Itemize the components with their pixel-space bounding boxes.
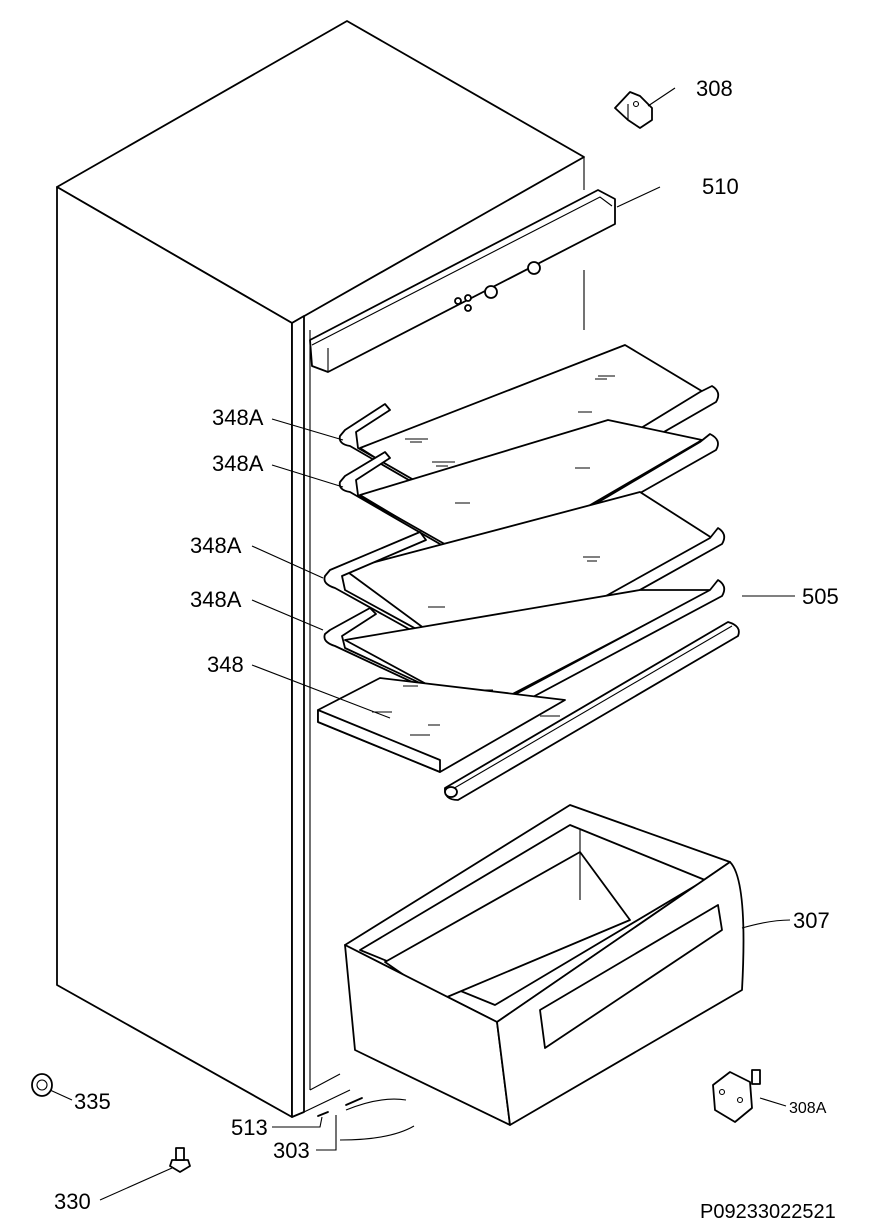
- label-307: 307: [793, 908, 830, 933]
- plug-cap: [31, 1073, 53, 1097]
- label-348: 348: [207, 652, 244, 677]
- label-510: 510: [702, 174, 739, 199]
- label-330: 330: [54, 1189, 91, 1214]
- label-308a: 308A: [789, 1100, 827, 1117]
- cabinet: [56, 20, 585, 1118]
- label-505: 505: [802, 584, 839, 609]
- part-labels: 308 510 348A 348A 348A 348A 348 505 307 …: [54, 76, 839, 1223]
- bottom-glass-shelf: [317, 677, 566, 773]
- label-348a-3: 348A: [190, 533, 242, 558]
- label-348a-2: 348A: [212, 451, 264, 476]
- leader-lines: [49, 87, 795, 1201]
- diagram-code: P09233022521: [700, 1201, 836, 1223]
- label-303: 303: [273, 1138, 310, 1163]
- small-clips: [317, 1097, 415, 1141]
- label-308: 308: [696, 76, 733, 101]
- hinge-bottom: [712, 1069, 761, 1123]
- label-348a-4: 348A: [190, 587, 242, 612]
- hinge-top: [614, 91, 653, 129]
- shelf-trim: [444, 621, 740, 801]
- label-513: 513: [231, 1115, 268, 1140]
- control-panel: [309, 189, 616, 373]
- label-335: 335: [74, 1089, 111, 1114]
- adjustable-foot: [169, 1147, 191, 1173]
- label-348a-1: 348A: [212, 405, 264, 430]
- crisper-drawer: [344, 804, 745, 1126]
